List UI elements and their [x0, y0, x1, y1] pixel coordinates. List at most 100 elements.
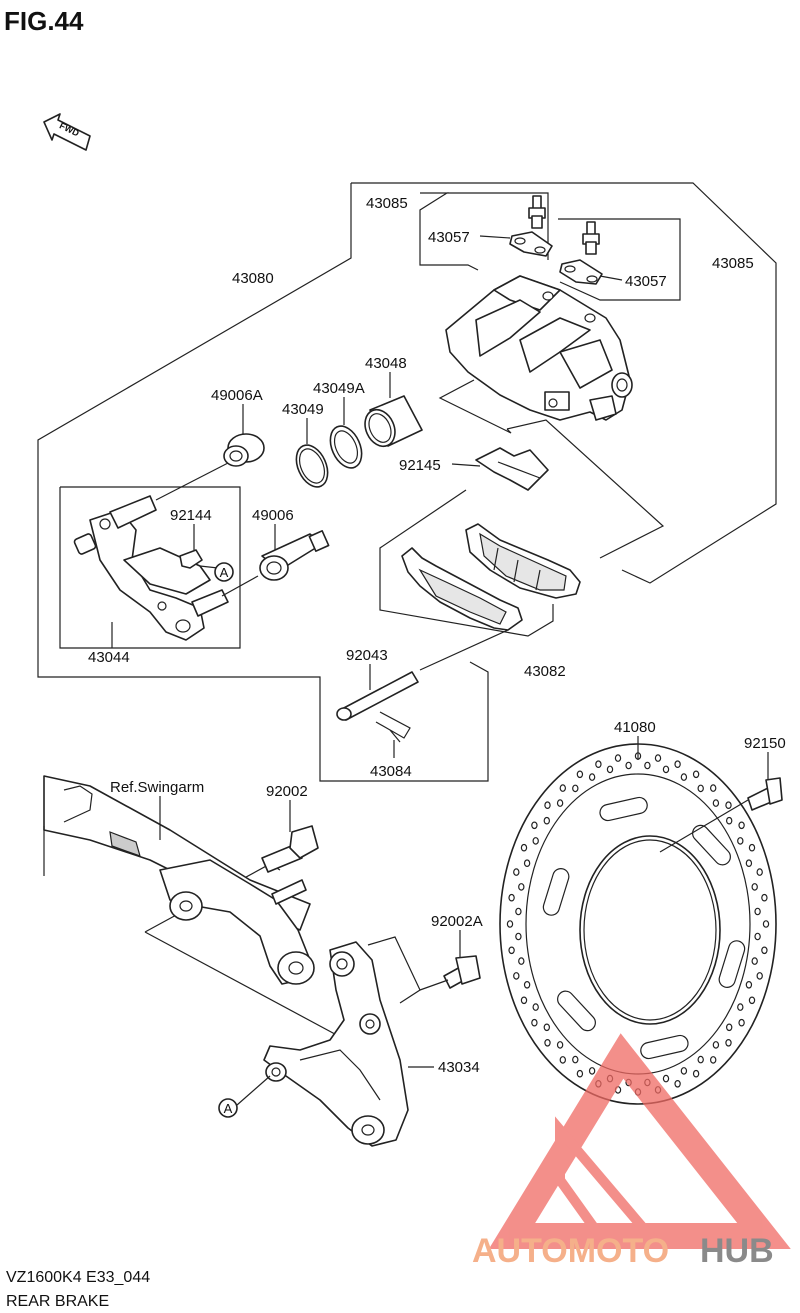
caliper-body	[445, 275, 633, 421]
disc-hole	[559, 1056, 567, 1064]
disc-hole	[520, 996, 528, 1005]
disc-hole	[748, 996, 756, 1005]
figure-title: FIG.44	[4, 6, 84, 36]
disc-hole	[508, 893, 515, 902]
disc-hole	[712, 1041, 720, 1049]
part-label-43080: 43080	[232, 270, 274, 287]
section-name: REAR BRAKE	[6, 1293, 109, 1310]
disc-hole	[614, 754, 622, 762]
disc-hole	[725, 801, 732, 810]
disc-hole	[737, 837, 744, 845]
disc-hole	[745, 980, 753, 989]
part-label-92002: 92002	[266, 783, 308, 800]
bolt-92002	[261, 825, 319, 873]
disc-slot	[599, 796, 648, 822]
disc-hole	[692, 1069, 700, 1078]
caliper-holder	[263, 941, 409, 1147]
disc-hole	[674, 760, 681, 769]
part-number-labels: 43085 43057 43085 43057 43080 43048 4900…	[88, 195, 786, 1076]
disc-hole	[745, 859, 753, 868]
pad-pin	[336, 671, 419, 721]
disc-hole	[508, 946, 515, 955]
bolt-92002a	[443, 955, 481, 989]
disc-hole	[761, 893, 768, 902]
part-label-92043: 92043	[346, 647, 388, 664]
disc-hole	[544, 1039, 551, 1047]
disc-hole	[738, 821, 745, 830]
label-leaders	[111, 235, 769, 1106]
disc-hole	[762, 920, 770, 928]
reference-label: Ref.Swingarm	[110, 779, 204, 796]
bolt-92150	[747, 777, 783, 811]
disc-slot	[692, 824, 731, 866]
disc-slots	[542, 796, 746, 1060]
disc-hole	[662, 1074, 670, 1083]
bleeder-cap-right	[559, 259, 603, 285]
part-label-41080: 41080	[614, 719, 656, 736]
disc-hole	[588, 1067, 596, 1075]
watermark-text-automoto: AUTOMOTO	[472, 1232, 669, 1270]
disc-hole	[737, 1003, 744, 1011]
part-label-92002a: 92002A	[431, 913, 483, 930]
boot-lower	[259, 530, 330, 581]
disc-hole	[738, 1018, 745, 1027]
disc-hole	[662, 765, 670, 774]
disc-hole	[515, 907, 522, 916]
disc-hole	[556, 799, 564, 807]
disc-hole	[726, 1023, 733, 1032]
disc-hole	[697, 1055, 704, 1064]
bleeder-cap-left	[509, 231, 553, 257]
disc-hole	[543, 1023, 551, 1032]
disc-hole	[756, 972, 763, 980]
disc-hole	[674, 1080, 681, 1088]
disc-hole	[754, 907, 761, 916]
disc-hole	[644, 761, 651, 770]
disc-slot	[640, 1034, 689, 1060]
disc-hole	[532, 1003, 539, 1011]
torque-link	[159, 859, 315, 985]
disc-hole	[559, 784, 567, 792]
disc-hole	[726, 816, 733, 825]
disc-hole	[518, 957, 525, 965]
pin-clip	[375, 711, 411, 743]
part-label-43049a: 43049A	[313, 380, 365, 397]
part-label-43057-a: 43057	[428, 229, 470, 246]
part-label-92144: 92144	[170, 507, 212, 524]
pad-spring-plate	[475, 447, 549, 491]
boot-upper	[223, 433, 265, 467]
part-label-43034: 43034	[438, 1059, 480, 1076]
disc-hole	[531, 821, 538, 830]
part-label-43048: 43048	[365, 355, 407, 372]
disc-hole	[572, 784, 579, 793]
bleeder-screw-right	[582, 221, 600, 255]
disc-hole	[513, 868, 520, 876]
disc-hole	[710, 784, 717, 792]
svg-text:A: A	[224, 1101, 233, 1116]
disc-hole	[523, 980, 531, 989]
pad-spring	[179, 549, 203, 569]
part-label-43082: 43082	[524, 663, 566, 680]
part-label-43085-a: 43085	[366, 195, 408, 212]
disc-hole	[751, 957, 758, 965]
disc-hole	[531, 1018, 538, 1027]
disc-hole	[513, 972, 520, 980]
disc-hole	[556, 1041, 564, 1049]
disc-hole	[712, 799, 720, 807]
part-label-43084: 43084	[370, 763, 412, 780]
caliper-bracket	[73, 495, 229, 641]
disc-hole	[532, 837, 539, 845]
disc-hole	[506, 920, 514, 928]
model-code: VZ1600K4 E33_044	[6, 1269, 150, 1286]
part-label-92145: 92145	[399, 457, 441, 474]
svg-text:A: A	[220, 565, 229, 580]
disc-hole	[572, 1055, 579, 1064]
disc-hole	[523, 859, 531, 868]
part-label-43057-b: 43057	[625, 273, 667, 290]
circle-marker-a-upper: A	[214, 562, 234, 582]
disc-hole	[756, 868, 763, 876]
part-label-49006a: 49006A	[211, 387, 263, 404]
caliper-piston	[364, 395, 423, 448]
brake-pad-front	[401, 547, 523, 631]
disc-hole	[595, 760, 602, 769]
disc-hole	[761, 946, 768, 955]
